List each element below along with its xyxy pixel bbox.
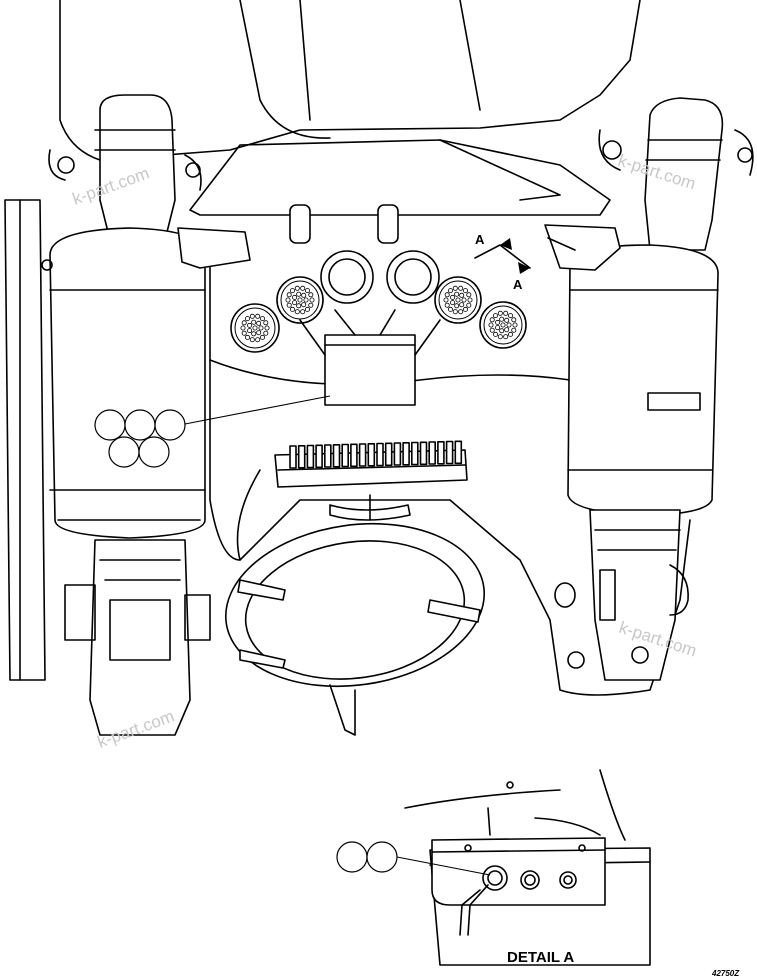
terminal-strip (274, 440, 468, 488)
terminal-block (402, 441, 410, 466)
terminal-block (428, 441, 437, 465)
view-label-a-1: A (475, 232, 485, 247)
terminal-block (367, 442, 376, 467)
terminal-block (315, 444, 323, 469)
callout-leader (396, 856, 491, 876)
main-assembly: A A k-part.com k-part.com k-part.com k-p… (4, 0, 754, 752)
detail-title: DETAIL A (507, 949, 574, 966)
connector-receptacle (230, 303, 280, 353)
terminal-block (384, 442, 393, 467)
callout-circle (366, 841, 398, 873)
terminal-block (393, 442, 402, 466)
connector-receptacle (434, 276, 482, 324)
drawing-number: 42750Z (711, 969, 740, 978)
terminal-block (323, 444, 332, 468)
connector-receptacle (479, 301, 527, 349)
terminal-block (341, 443, 350, 468)
callout-circle (124, 409, 156, 441)
terminal-block (306, 444, 315, 469)
callout-circle (336, 841, 368, 873)
connector-receptacle (276, 276, 324, 324)
detail-a-view: DETAIL A (336, 769, 651, 966)
callout-circle (108, 436, 140, 468)
callout-group-main (94, 395, 331, 468)
callout-circle (94, 409, 126, 441)
terminal-block (297, 444, 306, 469)
terminal-block (358, 443, 367, 467)
detail-connector (459, 865, 577, 936)
callout-leader (184, 395, 331, 425)
gauge-ring-left (320, 250, 374, 304)
terminal-block (454, 440, 463, 465)
view-arrow-a: A A (474, 232, 531, 292)
terminal-block (332, 443, 341, 468)
terminal-block (419, 441, 428, 466)
junction-box (324, 334, 416, 406)
view-label-a-2: A (513, 277, 523, 292)
terminal-block (350, 443, 358, 468)
callout-circle (154, 409, 186, 441)
terminal-block (376, 442, 384, 467)
access-hatch (224, 494, 486, 736)
terminal-block (289, 445, 297, 469)
terminal-block (410, 441, 419, 466)
connector-receptacles (230, 276, 527, 353)
gauge-ring-right (386, 250, 440, 304)
callout-circle (138, 436, 170, 468)
terminal-block (437, 440, 445, 465)
terminal-block (445, 440, 454, 465)
